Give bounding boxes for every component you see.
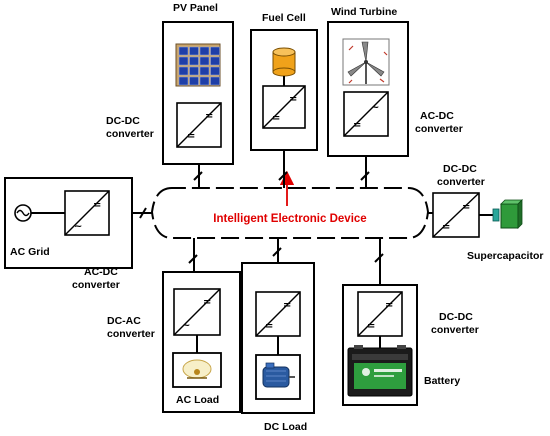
ac-load-dcac-converter: = ~	[173, 288, 221, 336]
ied-label: Intelligent Electronic Device	[213, 213, 366, 225]
pv-cell	[199, 66, 210, 76]
svg-text:=: =	[385, 300, 393, 311]
svg-text:=: =	[289, 94, 297, 105]
pv-cell	[189, 46, 199, 56]
svg-text:=: =	[462, 202, 470, 213]
grid-converter-label-1: AC-DC	[84, 266, 118, 278]
supercapacitor-label: Supercapacitor	[467, 250, 543, 262]
dc-load-dcdc-converter: = =	[255, 291, 301, 337]
wind-acdc-converter: = ~	[343, 91, 389, 137]
pv-cell	[199, 46, 210, 56]
ac-grid-icon	[14, 204, 32, 222]
pv-cell	[210, 66, 220, 76]
grid-converter-label-2: converter	[72, 279, 120, 291]
wind-turbine-label: Wind Turbine	[331, 6, 397, 18]
pv-cell	[189, 76, 199, 86]
svg-text:=: =	[187, 131, 195, 142]
wind-converter-label-2: converter	[415, 123, 463, 135]
ied-bus	[150, 187, 430, 239]
pv-dcdc-converter: = =	[176, 102, 222, 148]
wind-converter-label-1: AC-DC	[420, 110, 454, 122]
pv-panel-label: PV Panel	[173, 2, 218, 14]
battery-converter-label-1: DC-DC	[439, 311, 473, 323]
ac-load-converter-label-1: DC-AC	[107, 315, 141, 327]
ac-load-device-frame	[172, 352, 222, 388]
ac-grid-label: AC Grid	[10, 246, 50, 258]
pv-cell	[189, 66, 199, 76]
svg-text:~: ~	[182, 320, 190, 331]
pv-cell	[210, 76, 220, 86]
fuel-cell-label: Fuel Cell	[262, 12, 306, 24]
fuel-cell-dcdc-converter: = =	[262, 85, 306, 129]
wind-turbine-icon	[342, 38, 390, 86]
lamp-icon	[182, 359, 212, 379]
pv-cell	[199, 76, 210, 86]
battery-dcdc-converter: = =	[357, 291, 403, 337]
svg-text:=: =	[205, 111, 213, 122]
pv-cell	[210, 56, 220, 66]
svg-text:=: =	[283, 300, 291, 311]
supercapacitor-icon	[492, 199, 523, 229]
svg-text:=: =	[265, 321, 273, 332]
svg-text:=: =	[93, 200, 101, 211]
svg-text:=: =	[272, 113, 280, 124]
svg-text:=: =	[442, 222, 450, 233]
svg-text:=: =	[367, 321, 375, 332]
pv-cell	[178, 66, 189, 76]
svg-text:~: ~	[371, 102, 379, 113]
svg-text:=: =	[353, 120, 361, 131]
pv-converter-label-1: DC-DC	[106, 115, 140, 127]
battery-icon	[347, 345, 413, 397]
fuel-cell-icon	[272, 47, 296, 77]
pv-panel-icon	[175, 43, 221, 87]
supercap-dcdc-converter: = =	[432, 192, 480, 238]
pv-cell	[189, 56, 199, 66]
pv-cell	[199, 56, 210, 66]
sc-converter-label-2: converter	[437, 176, 485, 188]
grid-acdc-converter: = ~	[64, 190, 110, 236]
pv-cell	[178, 76, 189, 86]
battery-label: Battery	[424, 375, 460, 387]
ac-load-converter-label-2: converter	[107, 328, 155, 340]
pv-cell	[178, 46, 189, 56]
sc-converter-label-1: DC-DC	[443, 163, 477, 175]
pv-converter-label-2: converter	[106, 128, 154, 140]
motor-icon	[262, 362, 295, 388]
battery-converter-label-2: converter	[431, 324, 479, 336]
svg-text:~: ~	[74, 221, 82, 232]
pv-cell	[178, 56, 189, 66]
pv-cell	[210, 46, 220, 56]
svg-text:=: =	[203, 297, 211, 308]
ac-load-label: AC Load	[176, 394, 219, 406]
dc-load-label: DC Load	[264, 421, 307, 433]
